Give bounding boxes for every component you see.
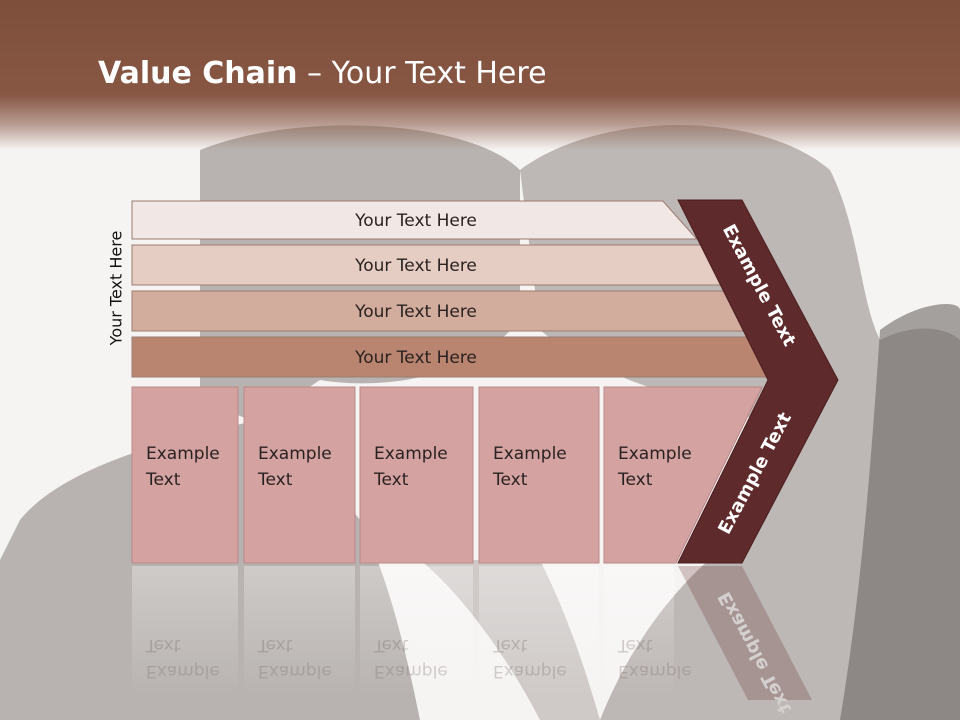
- chevron-shape: [677, 199, 839, 564]
- activity-box-reflection: [132, 566, 238, 696]
- activity-box: [603, 386, 763, 564]
- slide-title: Value Chain – Your Text Here: [98, 56, 547, 92]
- activity-box-reflection: [244, 566, 355, 696]
- chevron-reflection: [678, 566, 812, 700]
- activity-box-line2: Text: [617, 470, 653, 490]
- activity-box-reflection-line1: Example: [146, 661, 220, 681]
- activity-box-line1: Example: [618, 444, 692, 464]
- activity-box-reflection: [360, 566, 473, 696]
- support-bar: [131, 200, 698, 240]
- support-bar-label: Your Text Here: [354, 348, 477, 368]
- activity-box: [359, 386, 474, 564]
- support-bar-label: Your Text Here: [354, 256, 477, 276]
- activity-box-line1: Example: [258, 444, 332, 464]
- support-bar-label: Your Text Here: [354, 302, 477, 322]
- activity-box: [478, 386, 600, 564]
- activity-box-reflection-line1: Example: [374, 661, 448, 681]
- title-bold: Value Chain: [98, 56, 298, 91]
- activity-box-reflection-line2: Text: [373, 635, 409, 655]
- header-band: [0, 0, 960, 150]
- activity-box-reflection-line2: Text: [617, 635, 653, 655]
- activity-box-line2: Text: [257, 470, 293, 490]
- activity-box-reflection: [604, 566, 674, 696]
- title-rest: – Your Text Here: [297, 56, 547, 91]
- activity-box-line2: Text: [373, 470, 409, 490]
- support-bar-label: Your Text Here: [354, 211, 477, 231]
- activity-box-line1: Example: [374, 444, 448, 464]
- activity-box-reflection-line2: Text: [145, 635, 181, 655]
- activity-box-reflection: [479, 566, 599, 696]
- activity-box-reflection-line1: Example: [618, 661, 692, 681]
- activity-box: [131, 386, 239, 564]
- activity-box-reflection-line1: Example: [258, 661, 332, 681]
- activity-box-line1: Example: [146, 444, 220, 464]
- activity-box-reflection-line2: Text: [492, 635, 528, 655]
- activity-box-reflection-line2: Text: [257, 635, 293, 655]
- activity-box: [243, 386, 356, 564]
- activity-box-reflection-line1: Example: [493, 661, 567, 681]
- activity-box-line1: Example: [493, 444, 567, 464]
- activity-box-line2: Text: [492, 470, 528, 490]
- activity-box-line2: Text: [145, 470, 181, 490]
